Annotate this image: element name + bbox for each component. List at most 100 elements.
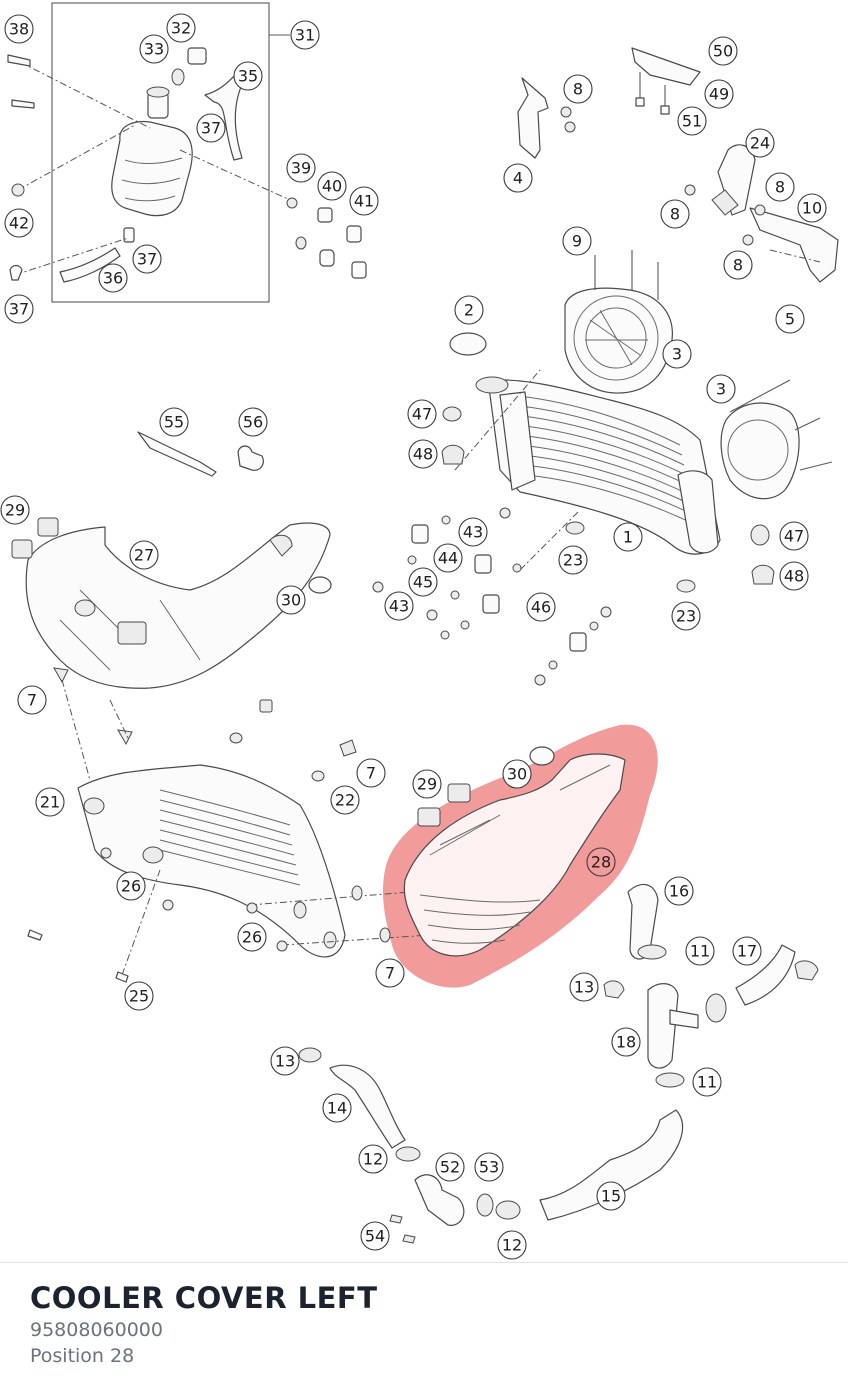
- callout-46[interactable]: 46: [526, 592, 556, 622]
- callout-22[interactable]: 22: [330, 785, 360, 815]
- callout-circle: [745, 128, 775, 158]
- callout-14[interactable]: 14: [322, 1093, 352, 1123]
- callout-circle: [237, 922, 267, 952]
- callout-number: 43: [463, 523, 483, 542]
- callout-11[interactable]: 11: [692, 1067, 722, 1097]
- callout-49[interactable]: 49: [704, 79, 734, 109]
- callout-8[interactable]: 8: [660, 199, 690, 229]
- callout-37[interactable]: 37: [196, 113, 226, 143]
- callout-37[interactable]: 37: [4, 294, 34, 324]
- callout-number: 26: [121, 877, 141, 896]
- callout-12[interactable]: 12: [358, 1144, 388, 1174]
- callout-circle: [116, 871, 146, 901]
- callout-circle: [196, 113, 226, 143]
- callout-40[interactable]: 40: [317, 171, 347, 201]
- callout-number: 15: [601, 1187, 621, 1206]
- callout-50[interactable]: 50: [708, 36, 738, 66]
- callout-7[interactable]: 7: [375, 958, 405, 988]
- callout-1[interactable]: 1: [613, 522, 643, 552]
- callout-number: 40: [322, 177, 342, 196]
- callout-circle: [322, 1093, 352, 1123]
- callout-18[interactable]: 18: [611, 1027, 641, 1057]
- callout-48[interactable]: 48: [779, 561, 809, 591]
- callout-circle: [233, 61, 263, 91]
- callout-31[interactable]: 31: [290, 20, 320, 50]
- callout-21[interactable]: 21: [35, 787, 65, 817]
- callout-number: 48: [784, 567, 804, 586]
- callout-48[interactable]: 48: [408, 439, 438, 469]
- callout-8[interactable]: 8: [723, 250, 753, 280]
- callout-number: 7: [385, 964, 395, 983]
- callout-circle: [238, 407, 268, 437]
- callout-45[interactable]: 45: [408, 567, 438, 597]
- callout-3[interactable]: 3: [706, 374, 736, 404]
- cooler-cover-left-part[interactable]: [403, 746, 626, 957]
- callout-25[interactable]: 25: [124, 981, 154, 1011]
- callout-26[interactable]: 26: [237, 922, 267, 952]
- callout-47[interactable]: 47: [407, 399, 437, 429]
- callout-circle: [286, 153, 316, 183]
- callout-number: 43: [389, 597, 409, 616]
- callout-51[interactable]: 51: [677, 106, 707, 136]
- callout-30[interactable]: 30: [502, 759, 532, 789]
- callout-11[interactable]: 11: [685, 936, 715, 966]
- callout-number: 50: [713, 42, 733, 61]
- callout-number: 38: [9, 20, 29, 39]
- callout-8[interactable]: 8: [563, 74, 593, 104]
- callout-36[interactable]: 36: [98, 263, 128, 293]
- callout-7[interactable]: 7: [356, 758, 386, 788]
- callout-13[interactable]: 13: [569, 972, 599, 1002]
- callout-41[interactable]: 41: [349, 186, 379, 216]
- callout-circle: [408, 439, 438, 469]
- callout-55[interactable]: 55: [159, 407, 189, 437]
- callout-10[interactable]: 10: [797, 193, 827, 223]
- callout-28[interactable]: 28: [586, 847, 616, 877]
- callout-33[interactable]: 33: [139, 34, 169, 64]
- callout-54[interactable]: 54: [360, 1221, 390, 1251]
- callout-16[interactable]: 16: [664, 876, 694, 906]
- callout-27[interactable]: 27: [129, 540, 159, 570]
- callout-15[interactable]: 15: [596, 1181, 626, 1211]
- callout-42[interactable]: 42: [4, 208, 34, 238]
- callout-circle: [664, 876, 694, 906]
- callout-47[interactable]: 47: [779, 521, 809, 551]
- callout-56[interactable]: 56: [238, 407, 268, 437]
- callout-29[interactable]: 29: [0, 495, 30, 525]
- callout-5[interactable]: 5: [775, 304, 805, 334]
- callout-52[interactable]: 52: [435, 1152, 465, 1182]
- callout-circle: [677, 106, 707, 136]
- callout-7[interactable]: 7: [17, 685, 47, 715]
- callout-17[interactable]: 17: [732, 936, 762, 966]
- callout-26[interactable]: 26: [116, 871, 146, 901]
- callout-number: 7: [27, 691, 37, 710]
- callout-23[interactable]: 23: [671, 601, 701, 631]
- callout-13[interactable]: 13: [270, 1046, 300, 1076]
- callout-8[interactable]: 8: [765, 172, 795, 202]
- callout-53[interactable]: 53: [474, 1152, 504, 1182]
- callout-32[interactable]: 32: [166, 13, 196, 43]
- callout-39[interactable]: 39: [286, 153, 316, 183]
- callout-number: 11: [697, 1073, 717, 1092]
- callout-23[interactable]: 23: [558, 545, 588, 575]
- callout-30[interactable]: 30: [276, 585, 306, 615]
- callout-4[interactable]: 4: [503, 163, 533, 193]
- callout-43[interactable]: 43: [384, 591, 414, 621]
- callout-circle: [159, 407, 189, 437]
- callout-44[interactable]: 44: [433, 543, 463, 573]
- callout-24[interactable]: 24: [745, 128, 775, 158]
- callout-number: 8: [775, 178, 785, 197]
- callout-12[interactable]: 12: [497, 1230, 527, 1260]
- bracket-and-fan-group: [517, 47, 839, 500]
- callout-number: 55: [164, 413, 184, 432]
- callout-9[interactable]: 9: [562, 226, 592, 256]
- callout-43[interactable]: 43: [458, 517, 488, 547]
- callout-number: 14: [327, 1099, 347, 1118]
- callout-29[interactable]: 29: [412, 769, 442, 799]
- callout-37[interactable]: 37: [132, 244, 162, 274]
- callout-38[interactable]: 38: [4, 14, 34, 44]
- callout-35[interactable]: 35: [233, 61, 263, 91]
- callout-2[interactable]: 2: [454, 295, 484, 325]
- callout-3[interactable]: 3: [662, 339, 692, 369]
- callout-circle: [458, 517, 488, 547]
